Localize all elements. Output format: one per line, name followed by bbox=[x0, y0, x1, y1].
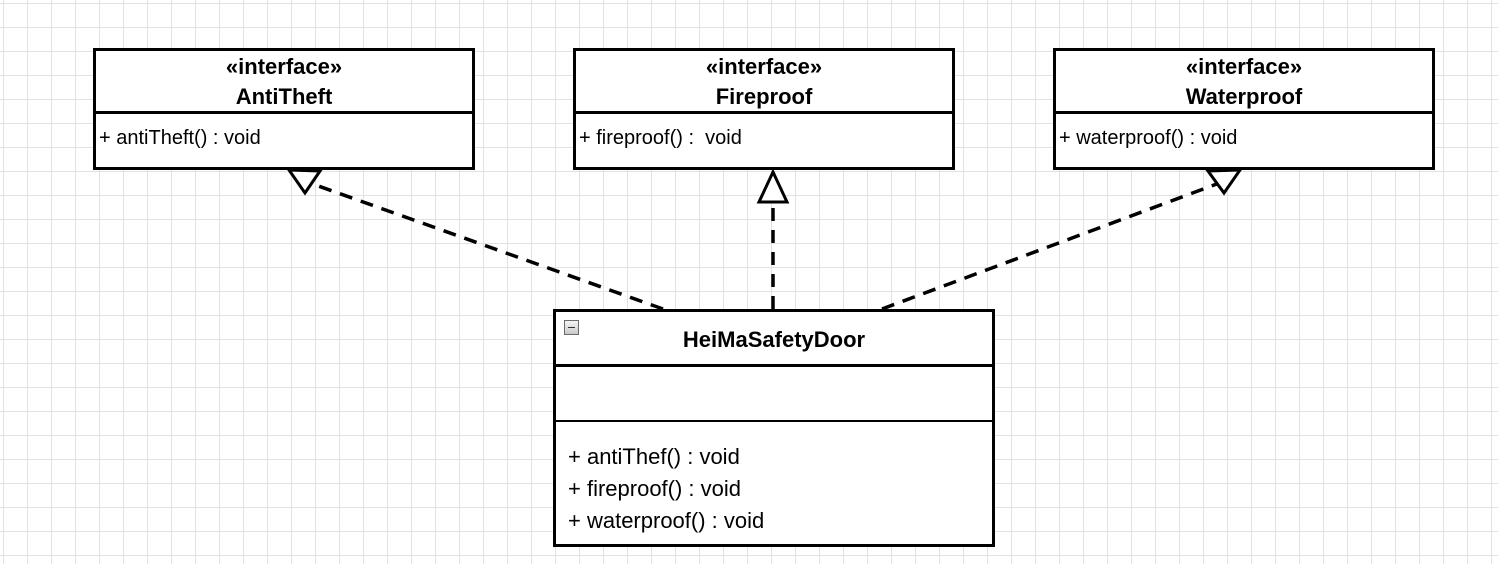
class-operation: + waterproof() : void bbox=[568, 508, 765, 533]
interface-header: «interface» AntiTheft bbox=[96, 51, 472, 114]
interface-name: Waterproof bbox=[1185, 84, 1303, 109]
class-heimasafetydoor[interactable]: HeiMaSafetyDoor + antiThef() : void + fi… bbox=[553, 309, 995, 547]
class-name: HeiMaSafetyDoor bbox=[682, 327, 866, 352]
collapse-icon[interactable] bbox=[564, 320, 579, 335]
interface-fireproof[interactable]: «interface» Fireproof + fireproof() : vo… bbox=[573, 48, 955, 170]
antitheft-realization-line[interactable] bbox=[309, 181, 664, 311]
interface-antitheft[interactable]: «interface» AntiTheft + antiTheft() : vo… bbox=[93, 48, 475, 170]
interface-method: + fireproof() : void bbox=[579, 127, 742, 149]
class-header: HeiMaSafetyDoor bbox=[556, 312, 992, 367]
interface-stereotype: «interface» bbox=[1185, 54, 1303, 79]
interface-method: + waterproof() : void bbox=[1059, 127, 1238, 149]
interface-header: «interface» Fireproof bbox=[576, 51, 952, 114]
class-attributes-section[interactable] bbox=[556, 367, 992, 422]
interface-stereotype: «interface» bbox=[705, 54, 823, 79]
class-operations-section[interactable]: + antiThef() : void + fireproof() : void… bbox=[556, 422, 992, 537]
interface-name: AntiTheft bbox=[235, 84, 333, 109]
interface-method: + antiTheft() : void bbox=[99, 127, 261, 149]
interface-name: Fireproof bbox=[715, 84, 813, 109]
interface-header: «interface» Waterproof bbox=[1056, 51, 1432, 114]
fireproof-arrowhead-icon bbox=[756, 168, 790, 204]
interface-waterproof[interactable]: «interface» Waterproof + waterproof() : … bbox=[1053, 48, 1435, 170]
waterproof-realization-line[interactable] bbox=[881, 180, 1223, 311]
class-operation: + fireproof() : void bbox=[568, 476, 742, 501]
class-operation: + antiThef() : void bbox=[568, 444, 740, 469]
interface-stereotype: «interface» bbox=[225, 54, 343, 79]
waterproof-arrowhead-icon bbox=[1205, 168, 1243, 196]
antitheft-arrowhead-icon bbox=[286, 168, 323, 196]
